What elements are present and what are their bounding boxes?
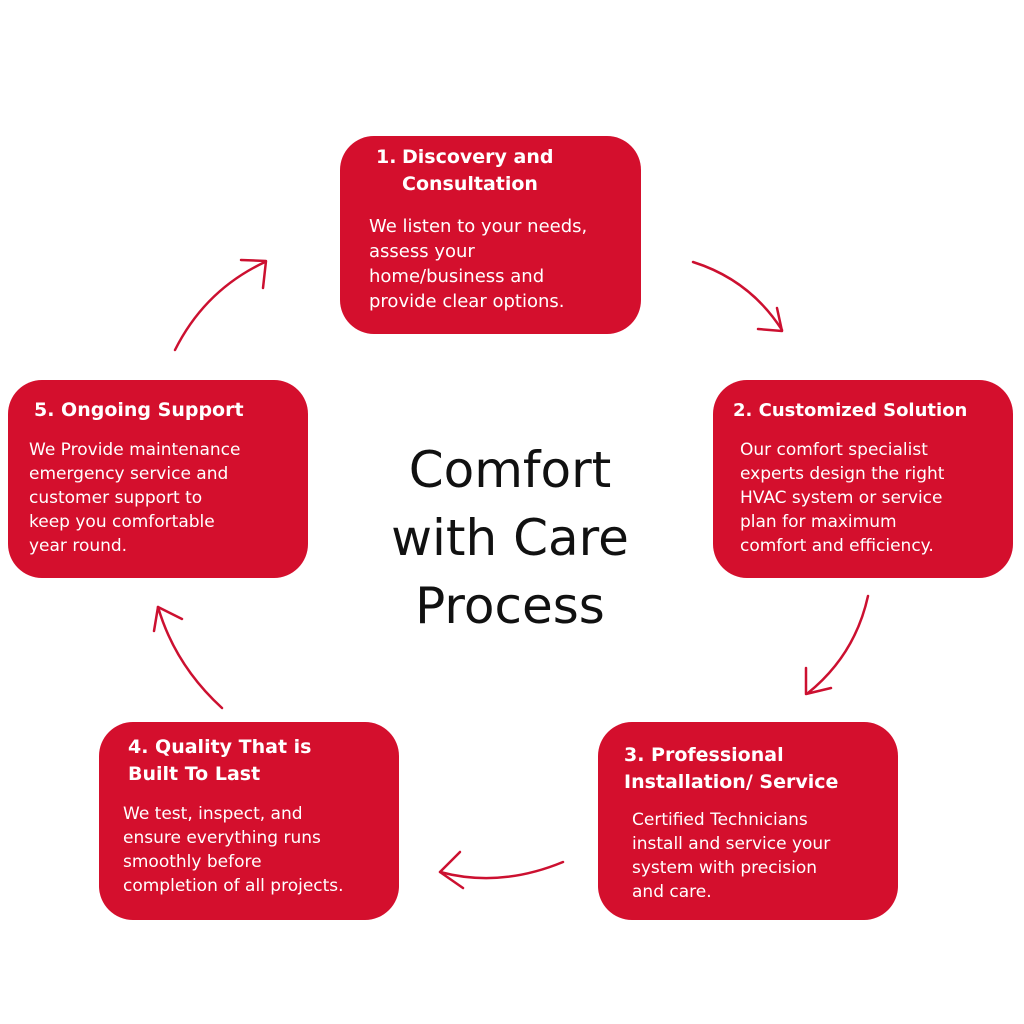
step-2-title: 2. Customized Solution [733, 397, 967, 424]
step-4-title: 4. Quality That is Built To Last [128, 734, 312, 788]
center-title-line: with Care [391, 509, 629, 567]
step-3-description-line: install and service your [632, 834, 831, 854]
step-4-description-line: ensure everything runs [123, 828, 321, 848]
step-2-title-line: 2. Customized Solution [733, 400, 968, 421]
step-4-title-line: 4. Quality That is [128, 736, 312, 758]
step-3-description-line: Certified Technicians [632, 810, 808, 830]
step-2-box: 2. Customized Solution Our comfort speci… [713, 380, 1013, 578]
arrow-1-to-2 [691, 260, 784, 333]
step-2-description-line: experts design the right [740, 464, 945, 484]
step-4-box: 4. Quality That is Built To Last We test… [99, 722, 399, 920]
step-3-title-line: 3. Professional [624, 744, 784, 766]
step-1-box: 1. Discovery and Consultation We listen … [340, 136, 641, 334]
arrow-2-to-3 [804, 594, 870, 696]
arrow-5-to-1 [173, 258, 268, 352]
step-5-description-line: year round. [29, 536, 128, 556]
step-2-description-line: plan for maximum [740, 512, 897, 532]
step-5-description-line: We Provide maintenance [29, 440, 241, 460]
center-title-line: Process [415, 577, 605, 635]
arrow-4-to-5 [152, 605, 224, 710]
step-1-description-line: home/business and [369, 266, 545, 287]
step-1-title: Discovery and Consultation [402, 144, 554, 198]
step-3-box: 3. Professional Installation/ Service Ce… [598, 722, 898, 920]
step-3-description-line: and care. [632, 882, 712, 902]
step-5-description-line: emergency service and [29, 464, 229, 484]
arrow-3-to-4 [438, 850, 565, 890]
step-5-box: 5. Ongoing Support We Provide maintenanc… [8, 380, 308, 578]
step-4-description-line: completion of all projects. [123, 876, 344, 896]
step-5-title: 5. Ongoing Support [34, 397, 244, 424]
step-1-description-line: assess your [369, 241, 475, 262]
step-2-description-line: comfort and efficiency. [740, 536, 934, 556]
step-3-description: Certified Technicians install and servic… [632, 808, 830, 904]
step-2-description: Our comfort specialist experts design th… [740, 438, 944, 558]
step-4-description-line: smoothly before [123, 852, 262, 872]
step-5-title-line: 5. Ongoing Support [34, 399, 244, 421]
step-4-description-line: We test, inspect, and [123, 804, 303, 824]
step-1-number: 1. [376, 146, 397, 168]
step-3-title-line: Installation/ Service [624, 771, 839, 793]
center-title: Comfort with Care Process [340, 436, 680, 640]
step-2-description-line: HVAC system or service [740, 488, 943, 508]
step-4-description: We test, inspect, and ensure everything … [123, 802, 344, 898]
step-1-description-line: We listen to your needs, [369, 216, 588, 237]
step-5-description-line: customer support to [29, 488, 203, 508]
step-5-description: We Provide maintenance emergency service… [29, 438, 240, 558]
step-1-description: We listen to your needs, assess your hom… [369, 214, 587, 314]
step-4-title-line: Built To Last [128, 763, 261, 785]
step-3-title: 3. Professional Installation/ Service [624, 742, 838, 796]
center-title-line: Comfort [408, 441, 612, 499]
step-1-title-line: Discovery and [402, 146, 554, 168]
step-2-description-line: Our comfort specialist [740, 440, 928, 460]
step-5-description-line: keep you comfortable [29, 512, 215, 532]
step-1-description-line: provide clear options. [369, 291, 565, 312]
step-1-title-line: Consultation [402, 173, 538, 195]
step-3-description-line: system with precision [632, 858, 818, 878]
